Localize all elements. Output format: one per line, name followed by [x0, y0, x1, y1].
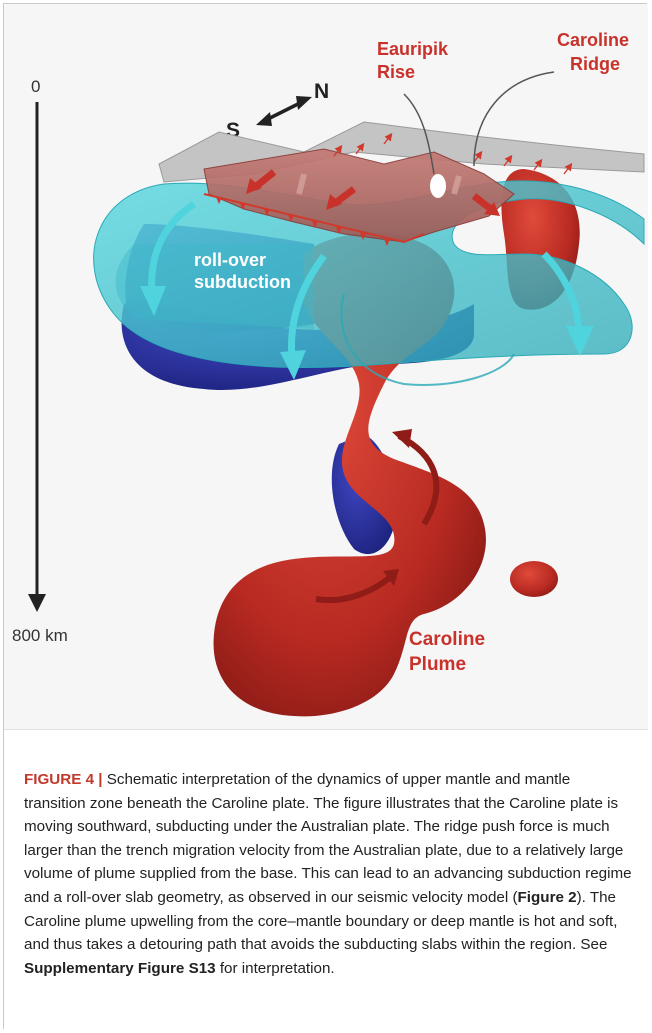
plume-arrowhead-up-icon	[392, 429, 412, 448]
caption-text-1: Schematic interpretation of the dynamics…	[24, 771, 632, 906]
label-plume-line2: Plume	[409, 654, 466, 675]
label-eauripik-line2: Rise	[377, 62, 415, 82]
depth-label-bottom: 800 km	[12, 626, 68, 645]
eauripik-rise-marker	[430, 174, 446, 198]
compass-arrow-s-icon	[256, 112, 272, 126]
compass-label-n: N	[314, 80, 329, 103]
caption-area: FIGURE 4 | Schematic interpretation of t…	[4, 729, 648, 1030]
label-caroline-ridge-line1: Caroline	[557, 30, 629, 50]
figure-caption: FIGURE 4 | Schematic interpretation of t…	[24, 768, 632, 980]
label-plume-line1: Caroline	[409, 629, 485, 650]
supplementary-ref-link[interactable]: Supplementary Figure S13	[24, 960, 216, 977]
rollover-label-line2: subduction	[194, 272, 291, 292]
caption-text-3: for interpretation.	[216, 960, 335, 977]
compass-arrow-n-icon	[296, 96, 312, 110]
figure-illustration: 0 800 km S N	[4, 4, 648, 729]
depth-arrowhead-icon	[28, 594, 46, 612]
compass: S N	[226, 80, 329, 142]
depth-axis	[28, 102, 46, 612]
figure-label: FIGURE 4 |	[24, 771, 103, 788]
rollover-label-line1: roll-over	[194, 250, 266, 270]
figure-ref-link[interactable]: Figure 2	[518, 889, 577, 906]
label-caroline-ridge-line2: Ridge	[570, 54, 620, 74]
figure-frame: 0 800 km S N	[3, 3, 647, 1029]
plume-blob	[510, 561, 558, 597]
mantle-schematic: 0 800 km S N	[4, 4, 648, 729]
depth-label-top: 0	[31, 77, 40, 96]
label-eauripik-line1: Eauripik	[377, 39, 449, 59]
